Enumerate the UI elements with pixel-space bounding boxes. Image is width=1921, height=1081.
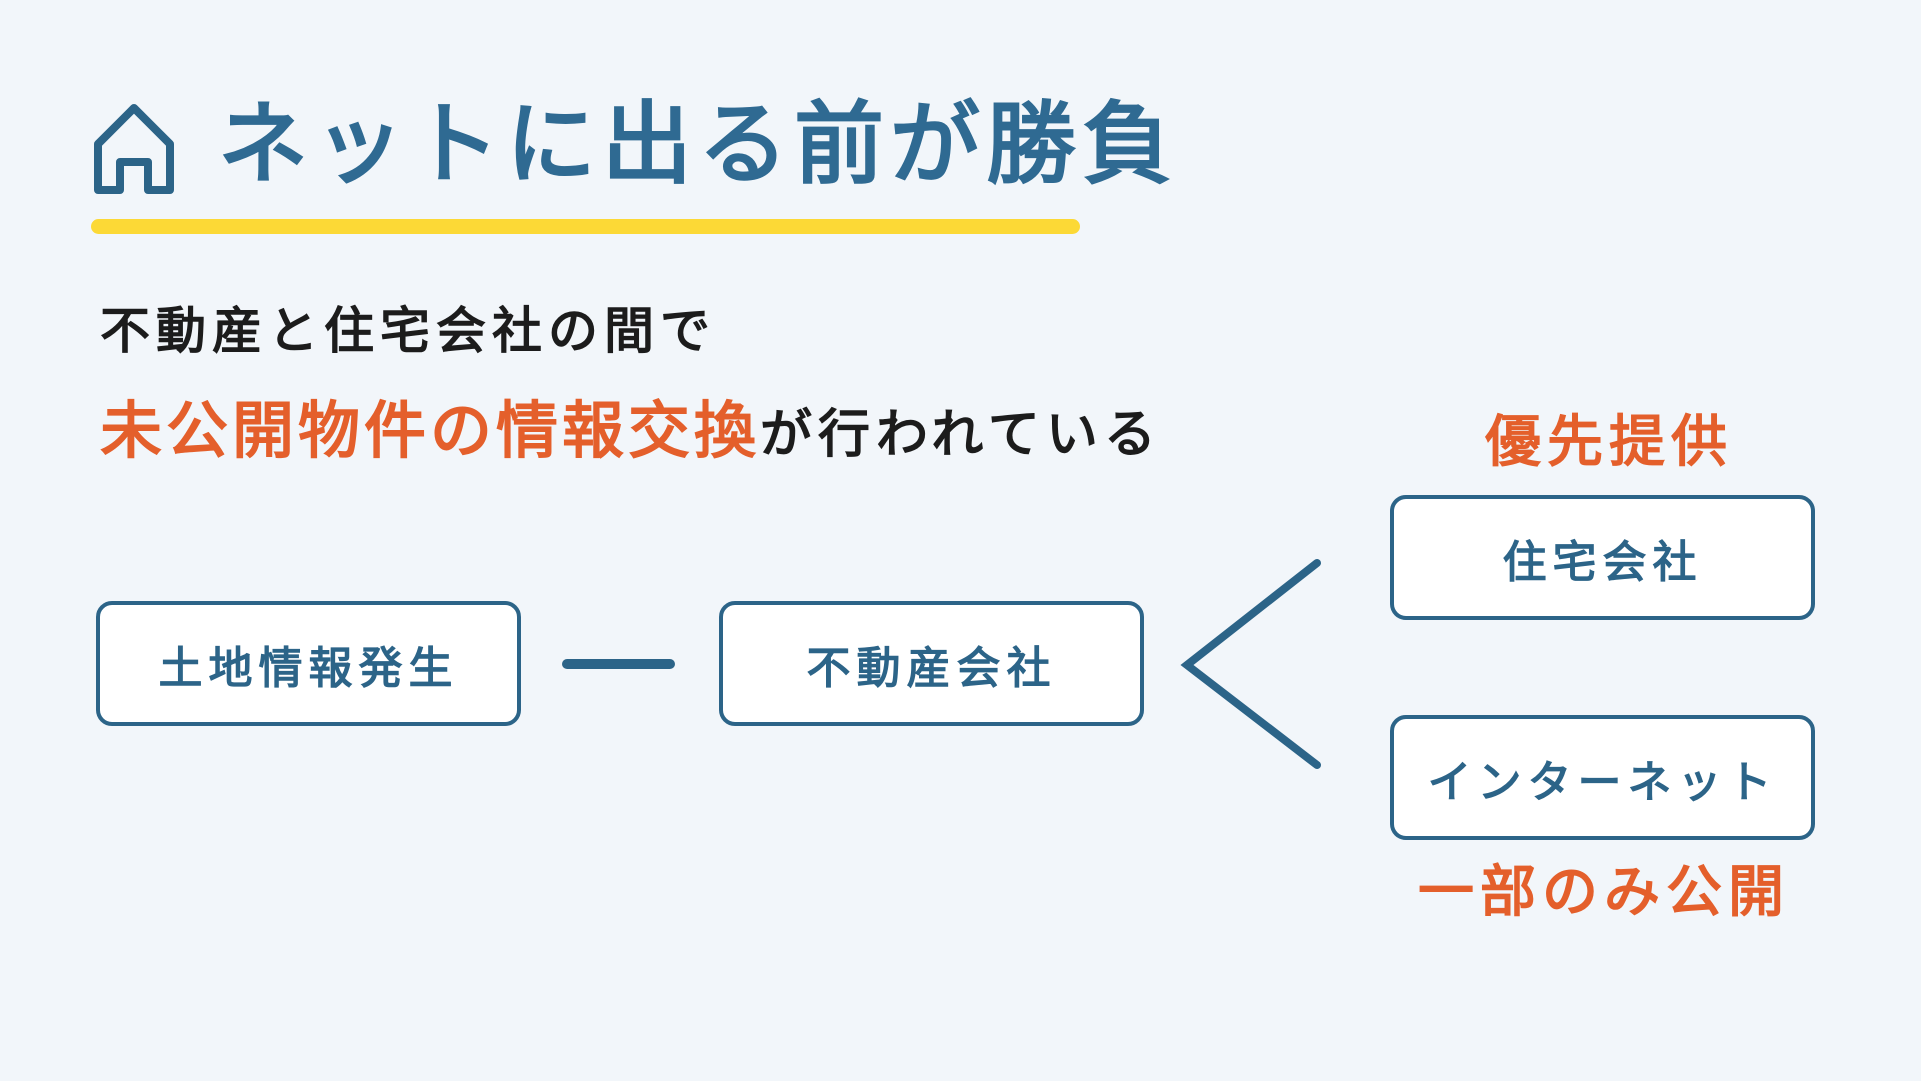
title-underline: [91, 219, 1080, 234]
house-icon: [90, 100, 178, 196]
partial-public-note: 一部のみ公開: [1418, 860, 1790, 925]
lead-rest: が行われている: [760, 405, 1162, 465]
priority-note: 優先提供: [1485, 410, 1733, 475]
internet-box: インターネット: [1390, 715, 1815, 840]
real-estate-box: 不動産会社: [719, 601, 1144, 726]
housing-company-box: 住宅会社: [1390, 495, 1815, 620]
housing-company-label: 住宅会社: [1502, 536, 1703, 588]
branch-connector: [1175, 555, 1330, 775]
connector-dash: [562, 659, 675, 669]
internet-label: インターネット: [1427, 756, 1778, 808]
lead-line-2: 未公開物件の情報交換が行われている: [100, 400, 1162, 462]
lead-highlight: 未公開物件の情報交換: [100, 394, 761, 467]
real-estate-label: 不動産会社: [806, 642, 1057, 694]
page-title: ネットに出る前が勝負: [218, 92, 1178, 197]
land-info-box: 土地情報発生: [96, 601, 521, 726]
lead-line-1: 不動産と住宅会社の間で: [100, 302, 716, 360]
land-info-label: 土地情報発生: [158, 642, 459, 694]
